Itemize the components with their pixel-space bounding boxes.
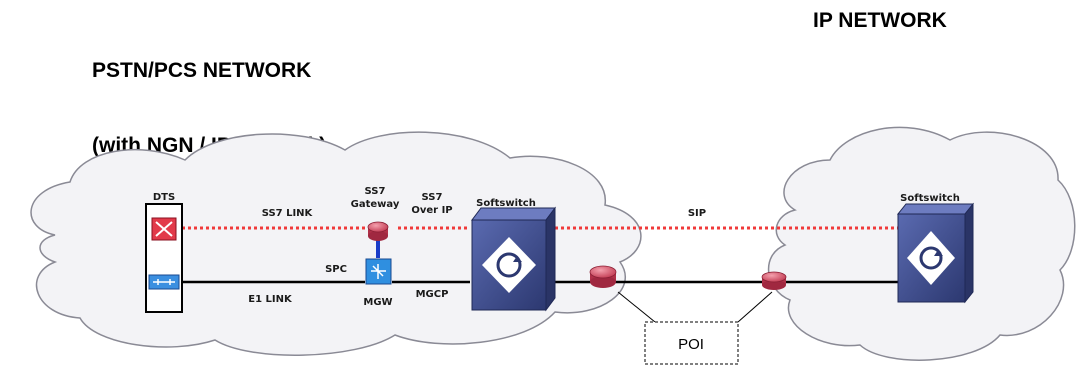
ss7-over-ip-label-line2: Over IP	[411, 205, 452, 216]
sip-label: SIP	[688, 208, 706, 219]
poi-label: POI	[678, 336, 704, 353]
e1-link-label: E1 LINK	[248, 294, 293, 305]
poi-connector-left	[617, 291, 656, 323]
ss7-gateway-label-line2: Gateway	[351, 199, 400, 210]
mgw-label: MGW	[363, 297, 392, 308]
edge-router-left-icon	[589, 265, 617, 288]
softswitch-left-label: Softswitch	[476, 198, 536, 209]
softswitch-left-icon	[471, 206, 556, 312]
ss7-over-ip-label-line1: SS7	[422, 192, 443, 203]
softswitch-right-icon	[896, 202, 975, 304]
poi-connector-right	[737, 291, 773, 323]
mgw-gateway-icon	[365, 258, 392, 285]
poi-box	[644, 321, 739, 365]
ss7-gateway-label-line1: SS7	[365, 186, 386, 197]
dts-label: DTS	[153, 192, 175, 203]
softswitch-right-label: Softswitch	[900, 193, 960, 204]
ip-network-heading: IP NETWORK	[813, 9, 947, 32]
ss7-link-label: SS7 LINK	[262, 208, 314, 219]
spc-label: SPC	[325, 264, 347, 275]
edge-router-right-icon	[761, 271, 787, 290]
pstn-heading-line1: PSTN/PCS NETWORK	[92, 59, 312, 82]
ss7-gateway-router-icon	[367, 221, 389, 241]
dts-switch-icon	[145, 203, 183, 313]
mgcp-label: MGCP	[416, 289, 449, 300]
